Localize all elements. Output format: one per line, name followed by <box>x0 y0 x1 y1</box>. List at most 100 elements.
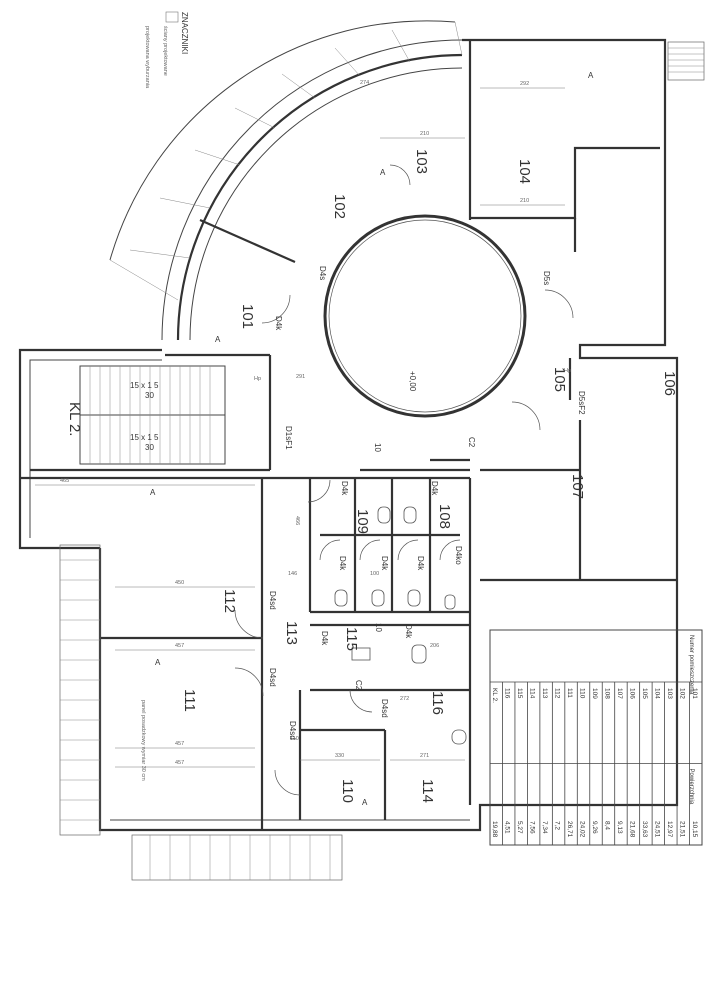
dim-272: 272 <box>400 696 409 702</box>
door-d4ko: D4ko <box>454 546 463 565</box>
dim-271: 271 <box>420 753 429 759</box>
exterior-walls <box>18 38 679 832</box>
room-111: 111 <box>181 689 198 712</box>
legend-title: ZNACZNIKI <box>180 12 189 54</box>
table-cell-area: 24,51 <box>653 821 660 838</box>
dim-457-c: 457 <box>175 760 184 766</box>
sanitary-fixtures <box>334 506 467 745</box>
dim-466: 466 <box>294 516 300 525</box>
room-116: 116 <box>429 691 446 715</box>
table-cell-area: 12,97 <box>666 821 673 838</box>
zone-a-101: A <box>215 335 221 344</box>
dim-457-b: 457 <box>175 741 184 747</box>
table-cell-room: 109 <box>591 688 598 699</box>
zone-c2-top: C2 <box>467 437 476 448</box>
stairs-top-right <box>667 41 705 81</box>
dim-206: 206 <box>430 643 439 649</box>
zone-labels: A A A A A A C2 C2 10 10 Hp Hp panel posa… <box>140 71 594 807</box>
table-cell-area: 26,71 <box>566 821 573 838</box>
dim-146: 146 <box>288 571 297 577</box>
table-cell-room: 108 <box>603 688 610 699</box>
doors: D4s D4k D5s D1sF1 D5sF2 D4k D4k D4k D4k … <box>234 164 586 796</box>
table-cell-room: KL 2. <box>491 688 498 703</box>
room-101: 101 <box>239 304 256 329</box>
dim-457-a: 457 <box>175 643 184 649</box>
room-labels: 101 102 103 104 105 106 107 108 109 110 … <box>181 149 678 803</box>
room-104: 104 <box>516 159 533 184</box>
door-d5s: D5s <box>542 271 551 285</box>
table-cell-area: 5,27 <box>516 821 523 834</box>
stair-count-bottom: 30 <box>145 443 154 452</box>
table-cell-area: 7,56 <box>529 821 536 834</box>
stairwell: 15 x 1 5 30 15 x 1 5 30 KL 2. <box>66 365 226 465</box>
table-cell-area: 10,15 <box>691 821 698 838</box>
room-107: 107 <box>569 474 586 499</box>
door-d4k-115: D4k <box>320 631 329 646</box>
room-109: 109 <box>354 509 371 534</box>
table-cell-area: 19,88 <box>491 821 498 838</box>
table-cell-area: 24,02 <box>579 821 586 838</box>
terrace-left <box>59 544 101 836</box>
room-102: 102 <box>331 194 348 219</box>
table-header-area: Powierzchnia <box>688 769 694 805</box>
table-cell-room: 112 <box>554 688 561 699</box>
door-d4k-w3: D4k <box>416 556 425 571</box>
table-cell-area: 7,2 <box>554 821 561 830</box>
dim-100: 100 <box>370 571 379 577</box>
stair-riser-top: 15 x 1 5 <box>130 381 159 390</box>
dim-274: 274 <box>360 80 369 86</box>
stair-count-top: 30 <box>145 391 154 400</box>
door-d4k-101: D4k <box>274 316 283 331</box>
door-d4sd-111: D4sd <box>268 668 277 687</box>
table-cell-area: 7,34 <box>541 821 548 834</box>
zone-a-103: A <box>380 168 386 177</box>
door-d4k-116: D4k <box>404 624 413 639</box>
table-cell-room: 103 <box>666 688 673 699</box>
zone-ten-top: 10 <box>373 443 382 452</box>
dim-291: 291 <box>296 374 305 380</box>
room-103: 103 <box>413 149 430 174</box>
room-114: 114 <box>419 779 436 803</box>
door-d4sd-112: D4sd <box>268 591 277 610</box>
table-cell-room: 116 <box>504 688 511 699</box>
table-cell-room: 101 <box>691 688 698 699</box>
dim-465: 465 <box>60 478 69 484</box>
terrace-bottom <box>131 834 343 881</box>
hp-mark-a: Hp <box>254 376 261 382</box>
legend-wall-label: ściany projektowane <box>162 26 168 76</box>
table-cell-room: 111 <box>566 688 573 698</box>
room-106: 106 <box>661 371 678 396</box>
zone-a-111: A <box>155 658 161 667</box>
table-cell-room: 113 <box>541 688 548 699</box>
table-cell-room: 114 <box>529 688 536 699</box>
table-cell-area: 9,26 <box>591 821 598 834</box>
hp-mark-b: Hp <box>564 368 571 374</box>
door-d4k-w2: D4k <box>380 556 389 571</box>
area-table: Numer pomieszczeniaPowierzchnia10110,151… <box>489 629 703 846</box>
table-cell-area: 8,4 <box>603 821 610 830</box>
table-cell-room: 107 <box>616 688 623 699</box>
door-d4sd-c2: D4sd <box>380 699 389 718</box>
dim-450: 450 <box>175 580 184 586</box>
zone-a-112: A <box>150 488 156 497</box>
stair-label: KL 2. <box>66 402 83 436</box>
dim-110: 110 <box>290 736 299 742</box>
level-mark: +0,00 <box>408 371 417 392</box>
table-cell-area: 21,68 <box>628 821 635 838</box>
dimension-lines: 450 457 457 457 465 292 210 210 274 291 … <box>35 80 565 768</box>
room-115: 115 <box>343 627 360 651</box>
table-cell-room: 104 <box>653 688 660 699</box>
door-d4k-109: D4k <box>340 481 349 496</box>
door-d1sf1: D1sF1 <box>284 426 293 450</box>
zone-a-110: A <box>362 798 368 807</box>
stair-riser-bottom: 15 x 1 5 <box>130 433 159 442</box>
table-cell-area: 21,51 <box>678 821 685 838</box>
rotunda: +0,00 <box>323 214 527 418</box>
zone-ten-bottom: 10 <box>374 623 383 632</box>
table-cell-room: 115 <box>516 688 523 699</box>
door-d4k-w1: D4k <box>338 556 347 571</box>
room-112: 112 <box>221 589 238 613</box>
door-d4k-108: D4k <box>430 481 439 496</box>
dim-330: 330 <box>335 753 344 759</box>
zone-a-104: A <box>588 71 594 80</box>
